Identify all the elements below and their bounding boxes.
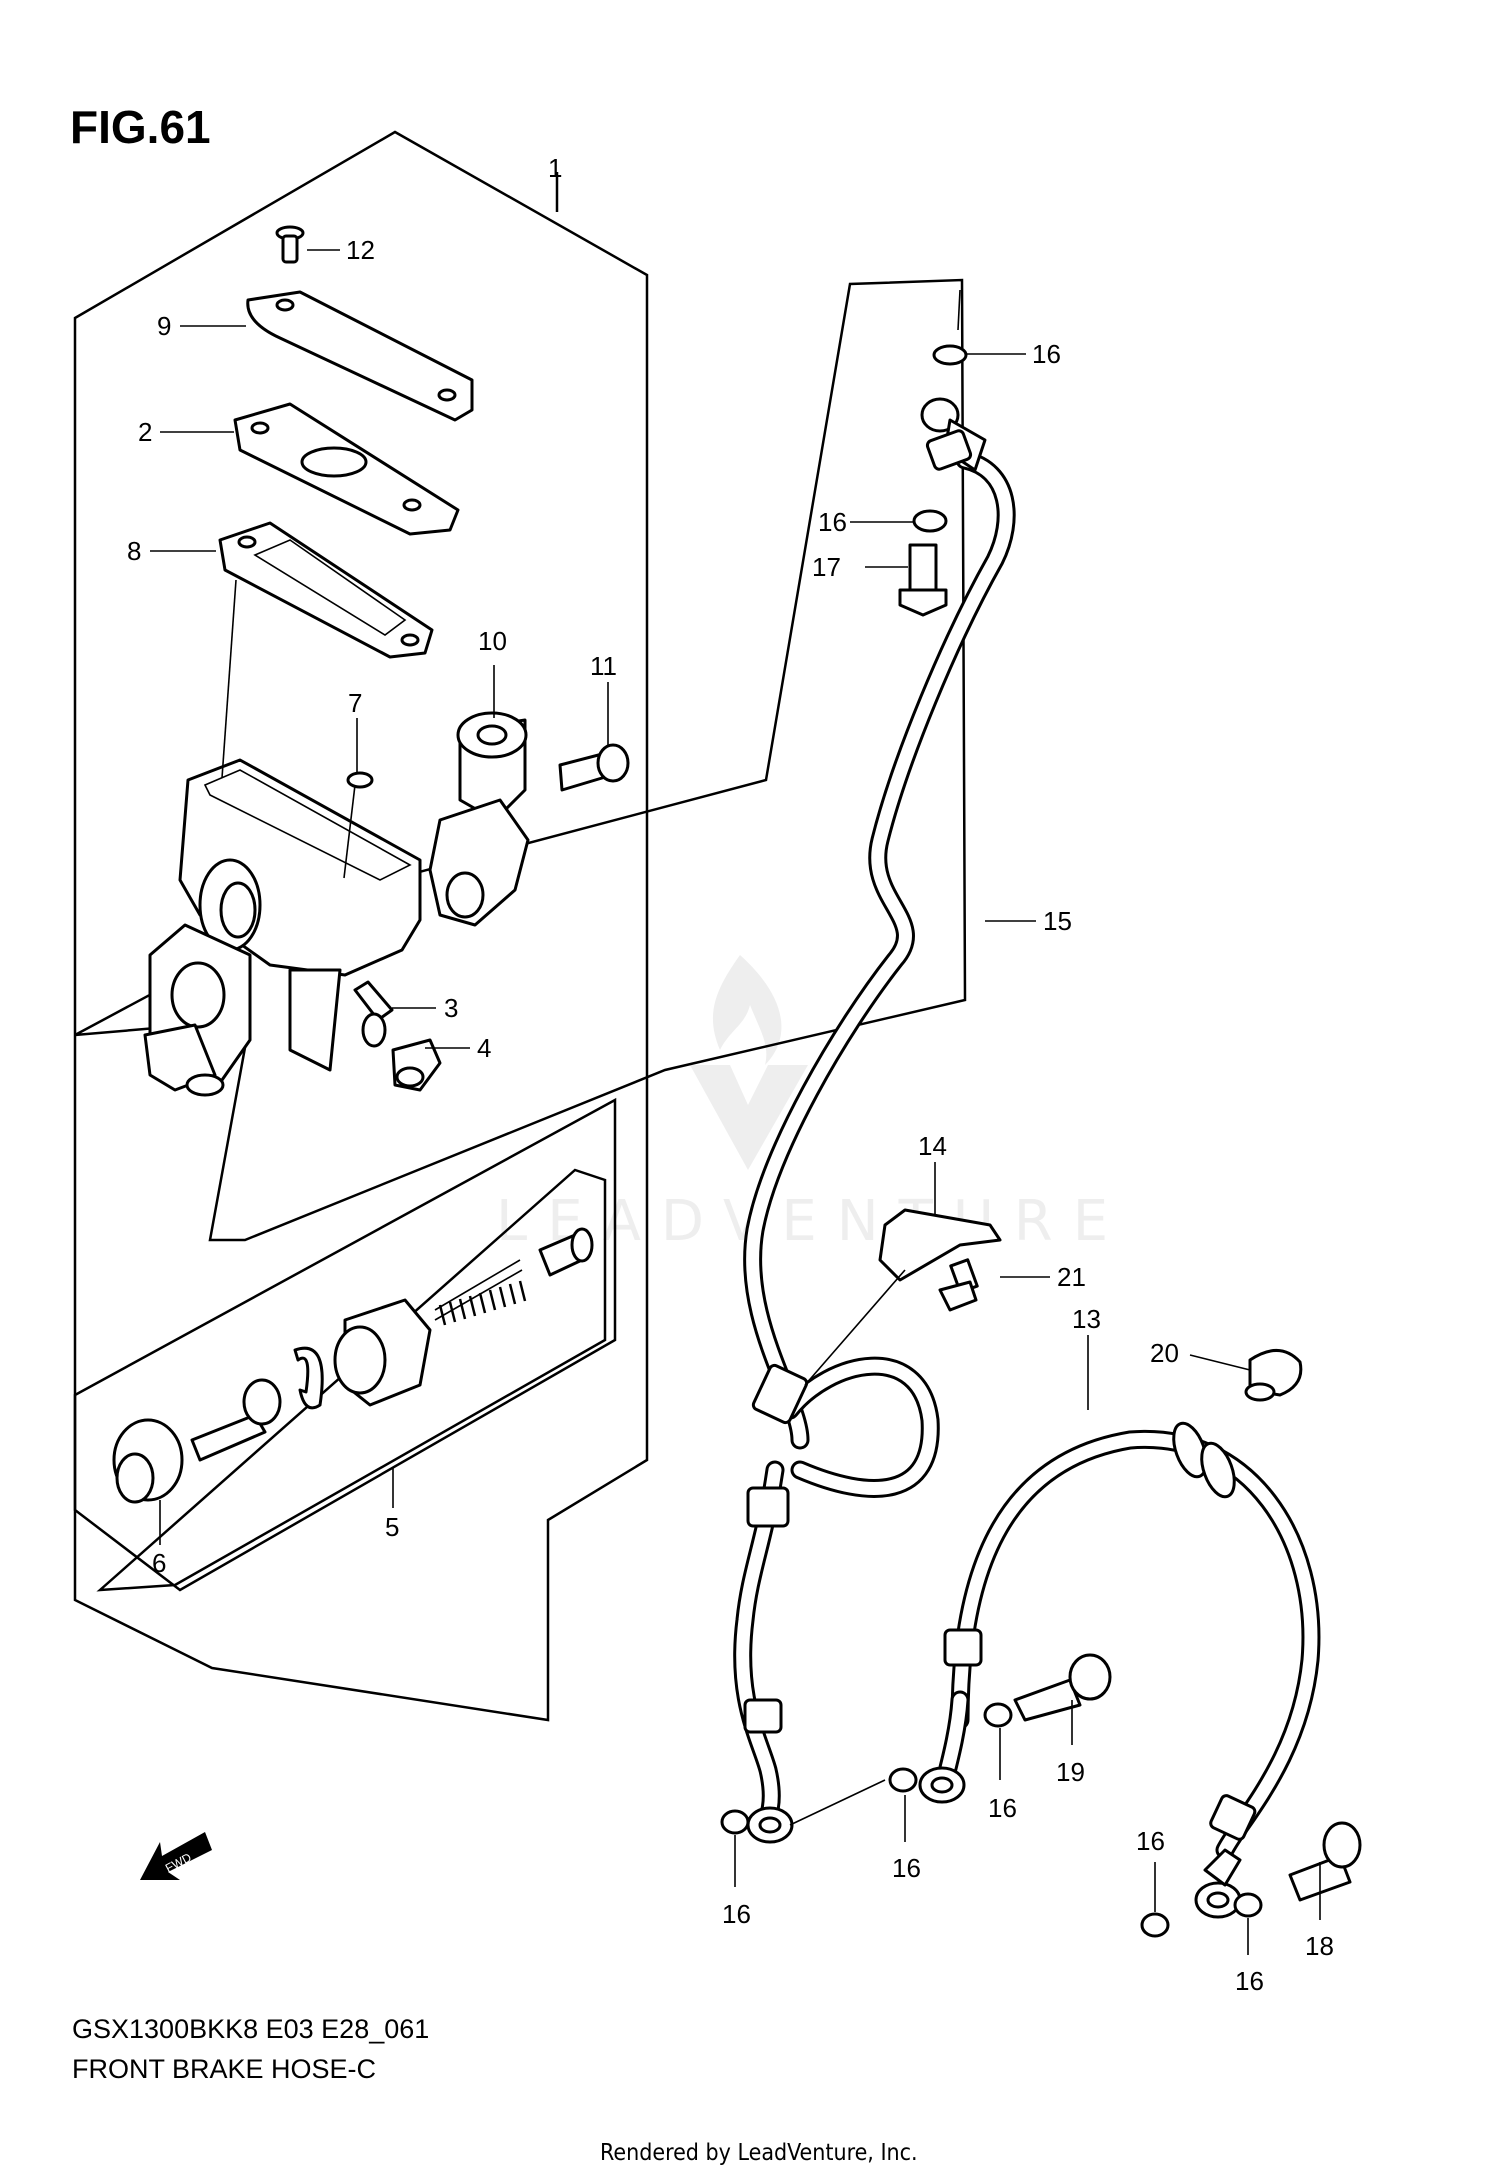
callout-16: 16: [1032, 339, 1061, 369]
figure-title: FIG.61: [70, 101, 211, 153]
callout-16: 16: [988, 1793, 1017, 1823]
callout-16: 16: [892, 1853, 921, 1883]
secondary-cup: [538, 1227, 594, 1277]
watermark-text: LEADVENTURE: [496, 1189, 1128, 1254]
union-bolt-17: [898, 543, 948, 617]
callout-15: 15: [1043, 906, 1072, 936]
hose-lower-left: [733, 1460, 785, 1840]
model-code: GSX1300BKK8 E03 E28_061: [72, 2014, 429, 2044]
circlip: [293, 1346, 324, 1410]
union-bolt-18: [1288, 1821, 1362, 1902]
bolt-11: [558, 743, 630, 792]
callout-8: 8: [127, 536, 141, 566]
banjo-hose-13-left: [918, 1766, 966, 1804]
callout-12: 12: [346, 235, 375, 265]
watermark: LEADVENTURE: [496, 955, 1128, 1254]
callout-2: 2: [138, 417, 152, 447]
ferrule: [746, 1486, 790, 1528]
clamp-20: [1244, 1349, 1303, 1402]
ferrule: [943, 1628, 983, 1667]
diagram-subtitle: FRONT BRAKE HOSE-C: [72, 2054, 376, 2084]
dust-boot-6: [112, 1418, 184, 1504]
callout-16: 16: [722, 1899, 751, 1929]
callout-19: 19: [1056, 1757, 1085, 1787]
callout-10: 10: [478, 626, 507, 656]
brake-hose-13: [950, 1429, 1321, 1860]
push-rod: [190, 1378, 282, 1462]
clamp-14: [878, 1208, 1002, 1282]
callout-7: 7: [348, 688, 362, 718]
watermark-flame-icon: [712, 955, 782, 1065]
screw-12: [275, 225, 305, 264]
stopper-7: [346, 771, 374, 789]
bleeder-screw-3: [353, 980, 394, 1048]
bolt-21: [938, 1258, 979, 1312]
callout-17: 17: [812, 552, 841, 582]
render-credit: Rendered by LeadVenture, Inc.: [600, 2140, 918, 2166]
ferrule: [1209, 1794, 1257, 1841]
brake-hose-15: [743, 450, 1016, 1450]
ferrule: [743, 1698, 783, 1734]
callout-16: 16: [818, 507, 847, 537]
callout-11: 11: [590, 651, 617, 681]
banjo-hose-13-right: [1194, 1848, 1242, 1919]
callout-6: 6: [152, 1548, 166, 1578]
watermark-v-icon: [690, 1065, 808, 1170]
callout-21: 21: [1057, 1262, 1086, 1292]
ferrule: [925, 429, 973, 471]
leader-lines: [150, 249, 1321, 1955]
callout-9: 9: [157, 311, 171, 341]
callout-16: 16: [1136, 1826, 1165, 1856]
body-outline: [74, 278, 967, 1242]
callout-18: 18: [1305, 1931, 1334, 1961]
callout-4: 4: [477, 1033, 491, 1063]
hose-loop: [780, 1356, 940, 1498]
piston-kit-outline: [73, 1097, 617, 1592]
union-bolt-19: [1013, 1653, 1112, 1722]
diaphragm-8: [218, 521, 434, 659]
bleeder-cap-4: [391, 1038, 442, 1092]
banjo-lower-left: [746, 1806, 794, 1844]
fwd-arrow-icon: FWD: [140, 1832, 212, 1880]
callout-16: 16: [1235, 1966, 1264, 1996]
piston: [333, 1298, 432, 1407]
callout-3: 3: [444, 993, 458, 1023]
master-cylinder-assembly-outline: [73, 130, 649, 1722]
callout-13: 13: [1072, 1304, 1101, 1334]
callout-20: 20: [1150, 1338, 1179, 1368]
callouts: 1 12 9 2 8 10 11 7 3 4 5 6 16 16 17 15 1…: [127, 153, 1334, 1996]
reservoir-cap-9: [246, 290, 474, 422]
lever-holder-10: [428, 711, 530, 927]
piston-kit-inner-outline: [96, 1168, 607, 1592]
grommet: [1172, 1421, 1236, 1499]
spring: [434, 1259, 527, 1326]
callout-14: 14: [918, 1131, 947, 1161]
callout-1: 1: [548, 153, 562, 183]
callout-5: 5: [385, 1512, 399, 1542]
washers-16: [720, 344, 1263, 1938]
splitter-joint: [751, 1363, 809, 1425]
